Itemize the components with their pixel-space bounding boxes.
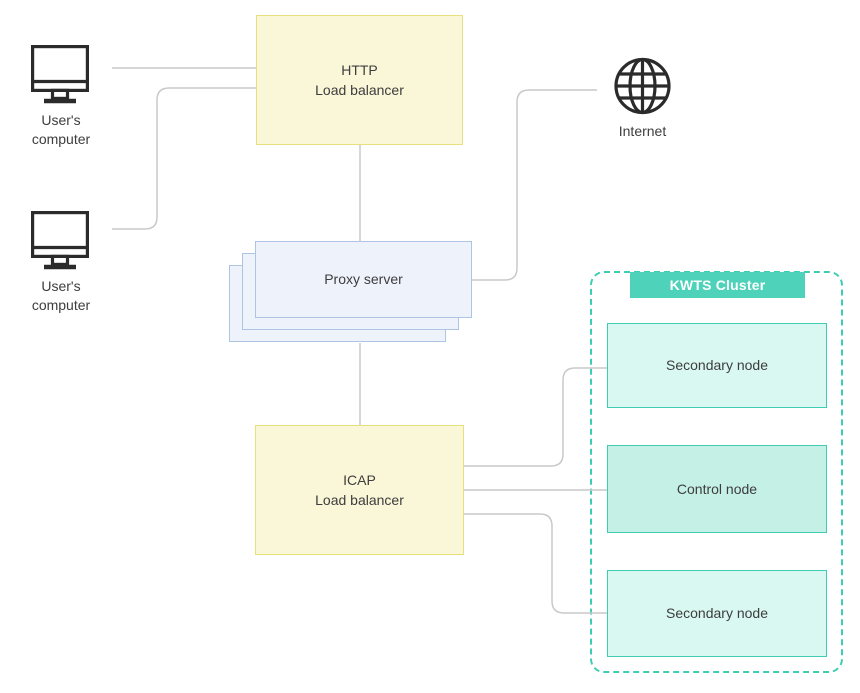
user-computer-icon-bottom bbox=[30, 210, 89, 270]
link-http-user2 bbox=[112, 87, 256, 230]
proxy-server-label: Proxy server bbox=[324, 271, 403, 288]
secondary-node-top-box: Secondary node bbox=[607, 323, 827, 408]
link-icap-secondary-top bbox=[464, 367, 607, 467]
secondary-node-bottom-label: Secondary node bbox=[666, 605, 768, 622]
icap-load-balancer-title: ICAP bbox=[343, 471, 376, 488]
http-load-balancer-title: HTTP bbox=[341, 61, 378, 78]
link-icap-secondary-bottom bbox=[464, 513, 607, 614]
user-computer-label-bottom: User's computer bbox=[31, 278, 91, 313]
secondary-node-top-label: Secondary node bbox=[666, 357, 768, 374]
kwts-cluster-header: KWTS Cluster bbox=[630, 272, 805, 298]
link-proxy-internet bbox=[472, 89, 597, 281]
user-computer-label-top: User's computer bbox=[31, 112, 91, 147]
http-load-balancer-box: HTTP Load balancer bbox=[256, 15, 463, 145]
control-node-label: Control node bbox=[676, 480, 758, 497]
icap-load-balancer-box: ICAP Load balancer bbox=[255, 425, 464, 555]
proxy-server-box: Proxy server bbox=[255, 241, 472, 318]
icap-load-balancer-subtitle: Load balancer bbox=[315, 492, 404, 508]
user-computer-icon-top bbox=[30, 44, 89, 104]
kwts-cluster-title: KWTS Cluster bbox=[669, 277, 766, 293]
control-node-box: Control node bbox=[607, 445, 827, 533]
http-load-balancer-subtitle: Load balancer bbox=[315, 82, 404, 98]
secondary-node-bottom-box: Secondary node bbox=[607, 570, 827, 657]
internet-globe-icon bbox=[614, 57, 671, 115]
internet-label: Internet bbox=[618, 123, 667, 139]
